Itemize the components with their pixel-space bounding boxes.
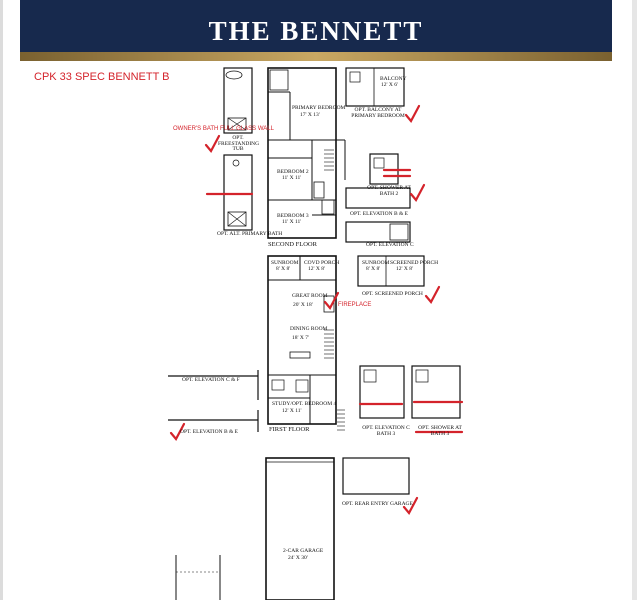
bedroom2-dim: 11' x 11' [282, 175, 302, 181]
screened-option-sunroom-dim: 8' x 8' [366, 266, 381, 272]
sunroom-dim: 8' x 8' [276, 266, 291, 272]
second-floor-outline [267, 67, 337, 239]
garage-outline [265, 457, 335, 600]
dining-room-dim: 18' x 7' [292, 335, 309, 341]
opt-shower-bath3-label: OPT. SHOWER AT BATH 3 [418, 425, 462, 437]
opt-elevation-upper-label: OPT. ELEVATION B & E [350, 211, 409, 217]
spec-label: CPK 33 SPEC BENNETT B [34, 71, 170, 83]
primary-bedroom-dim: 17' x 13' [300, 112, 320, 118]
opt-primary-bath-label: OPT. ALT. PRIMARY BATH [217, 231, 283, 237]
bedroom2-label: BEDROOM 2 [277, 169, 309, 175]
primary-bedroom-label: PRIMARY BEDROOM [292, 105, 346, 111]
garage-dim: 24' x 30' [288, 555, 308, 561]
opt-bath3-label: OPT. ELEVATION C BATH 3 [362, 425, 410, 437]
screened-porch-label: SCREENED PORCH [390, 260, 439, 266]
dining-room-label: DINING ROOM [290, 326, 328, 332]
opt-bath2-label: OPT. SHOWER AT BATH 2 [367, 185, 411, 197]
opt-screened-porch-label: OPT. SCREENED PORCH [362, 291, 423, 297]
balcony-dim: 12' x 6' [381, 82, 398, 88]
opt-rear-garage-label: OPT. REAR ENTRY GARAGE [342, 501, 413, 507]
second-floor-label: SECOND FLOOR [268, 241, 317, 248]
owners-bath-note: OWNER'S BATH FULL GLASS WALL [173, 126, 274, 132]
screened-option-sunroom-label: SUNROOM [362, 260, 390, 266]
great-room-dim: 20' x 18' [293, 302, 313, 308]
first-floor-label: FIRST FLOOR [269, 426, 310, 433]
first-floor-outline [267, 255, 337, 425]
garage-label: 2-CAR GARAGE [283, 548, 324, 554]
balcony-label: BALCONY [380, 76, 407, 82]
opt-freestanding-tub-label: OPT. FREESTANDING TUB [218, 135, 260, 152]
opt-balcony-label: OPT. BALCONY AT PRIMARY BEDROOM [351, 107, 405, 119]
study-label: STUDY/OPT. BEDROOM 4 [272, 401, 337, 407]
page-edge-left [0, 0, 3, 600]
covered-porch-label: COVD PORCH [304, 260, 340, 266]
fireplace-note: FIREPLACE [338, 302, 372, 308]
opt-elevation-left-label: OPT. ELEVATION C & F [182, 377, 240, 383]
page-edge-right [632, 0, 637, 600]
opt-elevation-left2-label: OPT. ELEVATION B & E [180, 429, 239, 435]
screened-porch-dim: 12' x 8' [396, 266, 413, 272]
gold-divider [20, 52, 612, 61]
great-room-label: GREAT ROOM [292, 293, 328, 299]
sunroom-label: SUNROOM [271, 260, 299, 266]
red-markups [169, 104, 464, 515]
bedroom3-dim: 11' x 11' [282, 219, 302, 225]
title-banner: THE BENNETT [20, 0, 612, 52]
covered-porch-dim: 12' x 8' [308, 266, 325, 272]
plan-title: THE BENNETT [208, 16, 424, 46]
bedroom3-label: BEDROOM 3 [277, 213, 309, 219]
study-dim: 12' x 11' [282, 408, 302, 414]
opt-elevation-upper2-label: OPT. ELEVATION C [366, 242, 414, 248]
